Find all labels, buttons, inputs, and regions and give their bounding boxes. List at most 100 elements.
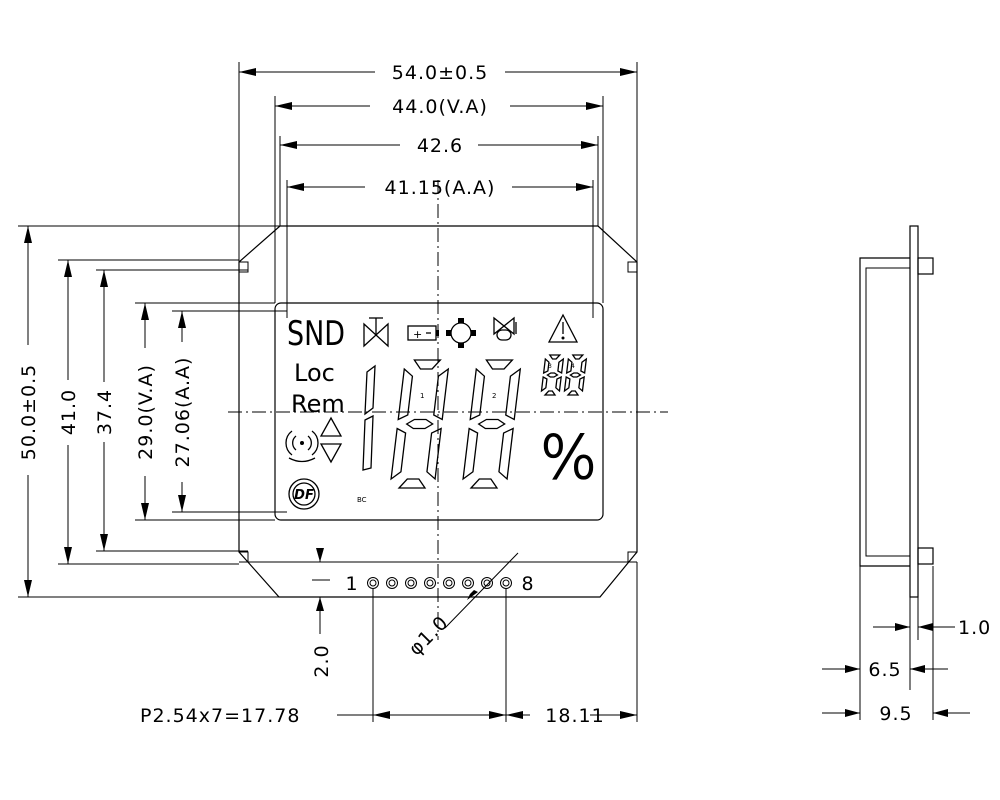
signal-icon: [285, 430, 319, 463]
bc-tag: BC: [357, 496, 367, 504]
digit-segment: [498, 427, 514, 481]
pin-hole: [386, 577, 398, 589]
digit-segment: [543, 390, 557, 396]
dimension-glass-width: 42.6: [279, 135, 599, 226]
dimension-pin-diameter: φ1.0: [404, 552, 519, 660]
height-41-label: 41.0: [58, 389, 80, 435]
digit-segment: [469, 478, 499, 489]
arrow-up-icon: [319, 416, 343, 437]
pin-hole-inner: [464, 579, 472, 587]
pin-hole-inner: [407, 579, 415, 587]
digit-segment: [569, 372, 582, 378]
gear-icon: [446, 318, 476, 348]
pin-right-offset-label: 18.11: [545, 705, 604, 727]
dimension-side-pin: 1.0: [873, 617, 991, 639]
svg-text:+: +: [413, 328, 422, 341]
rem-label: Rem: [291, 390, 345, 418]
pin-1-label: 1: [345, 573, 358, 595]
dimension-height-374: 37.4: [94, 269, 248, 552]
digit-2-tag: 2: [492, 392, 496, 400]
side-pin-label: 1.0: [958, 617, 991, 639]
small-digit-4: [563, 354, 588, 396]
viewing-area: [274, 302, 604, 521]
dimension-overall-width: 54.0±0.5: [238, 62, 638, 262]
digit-segment: [555, 375, 562, 393]
digit-segment: [505, 367, 522, 421]
digit-segment: [405, 418, 434, 430]
pin-hole: [500, 577, 512, 589]
main-digit-2: [462, 359, 522, 489]
pin-hole: [367, 577, 379, 589]
digit-segment: [397, 478, 427, 489]
digit-segment: [462, 427, 479, 481]
digit-segment: [563, 375, 571, 393]
digit-segment: [565, 357, 573, 375]
pin-hole: [443, 577, 455, 589]
va-height-label: 29.0(V.A): [135, 364, 157, 460]
small-4-tag: 4: [571, 363, 575, 370]
dimension-aa-height: 27.06(A.A): [172, 310, 287, 513]
dimension-aa-width: 41.15(A.A): [286, 177, 594, 318]
small-3-tag: 3: [548, 363, 552, 370]
df-logo: DF: [288, 478, 320, 510]
pin-hole-inner: [483, 579, 491, 587]
digit-segment: [578, 375, 585, 393]
digit-1-tag: 1: [420, 392, 424, 400]
digit-segment: [566, 390, 580, 396]
digit-segment: [397, 367, 414, 421]
pin-hole-inner: [502, 579, 510, 587]
pin-hole-inner: [369, 579, 377, 587]
pin-offset-label: 2.0: [311, 644, 333, 677]
digit-segment: [542, 357, 550, 375]
dimension-pin-offset: 2.0: [311, 548, 333, 678]
valve-icon: [363, 317, 389, 348]
digit-segment: [390, 427, 407, 481]
digit-segment: [580, 357, 588, 375]
dimension-va-height: 29.0(V.A): [135, 302, 275, 521]
overall-width-label: 54.0±0.5: [392, 62, 488, 84]
digit-segment: [485, 359, 514, 370]
side-view: [859, 225, 934, 720]
dimension-overall-height: 50.0±0.5: [18, 225, 280, 598]
loc-label: Loc: [294, 359, 335, 387]
pin-8-label: 8: [521, 573, 534, 595]
valve-motor-icon: [493, 316, 517, 341]
aa-width-label: 41.15(A.A): [385, 177, 496, 199]
main-digit-1: [390, 359, 450, 489]
dimension-pitch: P2.54x7=17.78 18.11: [140, 562, 638, 727]
arrow-down-icon: [319, 443, 343, 464]
pin-hole: [424, 577, 436, 589]
va-width-label: 44.0(V.A): [392, 96, 488, 118]
digit-segment: [413, 359, 442, 370]
aa-height-label: 27.06(A.A): [172, 357, 194, 468]
dimension-side-depth: 6.5: [822, 659, 948, 681]
side-depth-label: 6.5: [868, 659, 901, 681]
pin-hole: [462, 577, 474, 589]
digit-segment: [477, 418, 506, 430]
pin-diameter-label: φ1.0: [404, 611, 453, 660]
pin-hole-inner: [426, 579, 434, 587]
digit-segment: [557, 357, 565, 375]
small-digit-3: [540, 354, 565, 396]
snd-label: SND: [287, 314, 345, 354]
height-374-label: 37.4: [94, 389, 116, 435]
pitch-label: P2.54x7=17.78: [140, 705, 300, 727]
dimension-height-41: 41.0: [58, 259, 239, 565]
battery-icon: +: [407, 325, 439, 341]
dimension-side-total: 9.5: [822, 703, 970, 725]
module-outline: [238, 225, 638, 598]
pin-hole-inner: [445, 579, 453, 587]
pin-hole-inner: [388, 579, 396, 587]
percent-sign: %: [540, 423, 597, 493]
pin-hole: [405, 577, 417, 589]
digit-segment: [548, 354, 562, 360]
pin-hole: [481, 577, 493, 589]
digit-segment: [571, 354, 585, 360]
warning-icon: [547, 313, 579, 343]
svg-text:DF: DF: [294, 488, 314, 503]
side-total-label: 9.5: [879, 703, 912, 725]
digit-segment: [546, 372, 559, 378]
overall-height-label: 50.0±0.5: [18, 364, 40, 460]
leading-digit: BC: [357, 364, 376, 504]
